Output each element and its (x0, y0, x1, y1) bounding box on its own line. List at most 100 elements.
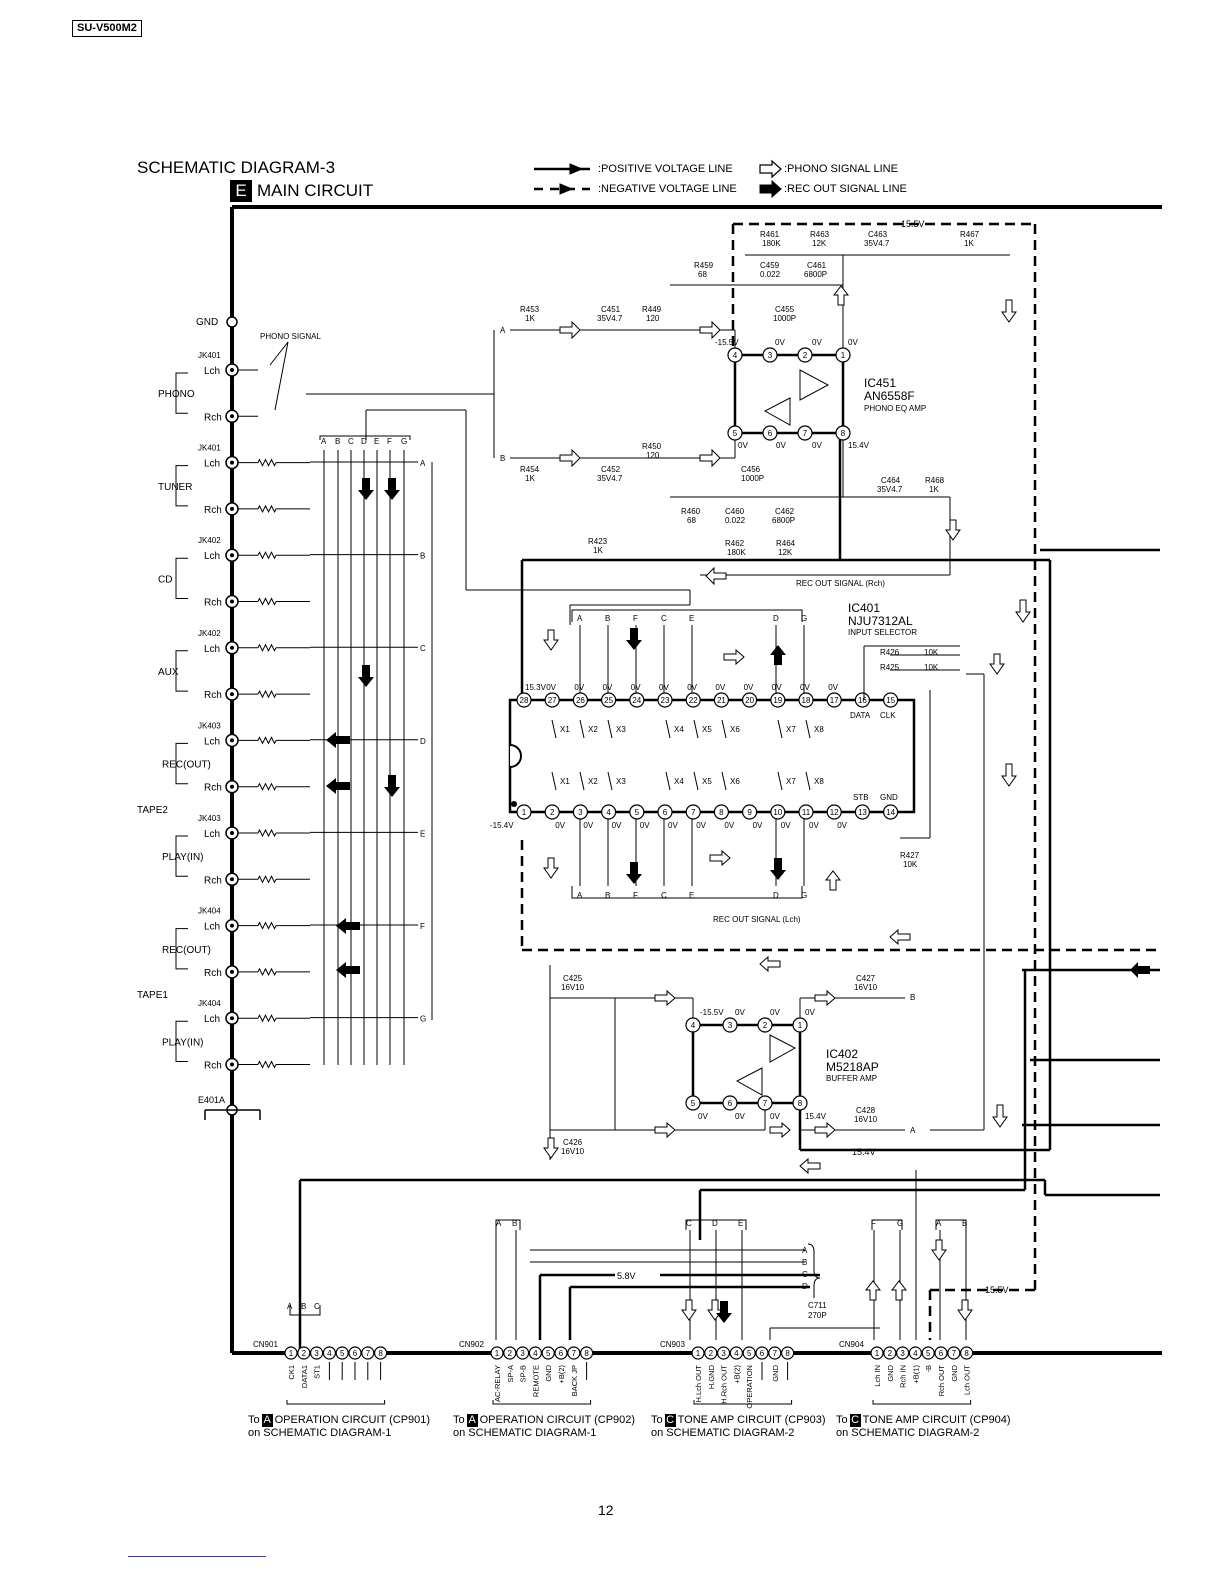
svg-text:G: G (801, 891, 807, 900)
connector-ref: CN904 (839, 1340, 864, 1349)
jack-ref: JK401 (198, 444, 221, 453)
svg-text:1: 1 (696, 1349, 701, 1358)
svg-text:0V: 0V (738, 441, 748, 450)
ic401-part: NJU7312AL (848, 614, 913, 628)
svg-text:0V: 0V (775, 338, 785, 347)
svg-text:25: 25 (604, 696, 613, 705)
positive-rail (298, 432, 1160, 1353)
svg-text:1: 1 (841, 351, 846, 360)
svg-text:6: 6 (559, 1349, 564, 1358)
svg-text:D: D (802, 1282, 808, 1291)
svg-text:B: B (910, 993, 915, 1002)
input-group-label: PLAY(IN) (162, 1037, 204, 1048)
svg-text:0V: 0V (724, 821, 734, 830)
svg-text:14: 14 (886, 808, 895, 817)
svg-text:X5: X5 (702, 777, 712, 786)
jack-lch-label: Lch (204, 644, 220, 655)
svg-text:X2: X2 (588, 777, 598, 786)
bus-letter: G (401, 437, 407, 446)
svg-text:180K: 180K (727, 548, 746, 557)
svg-text:3: 3 (728, 1021, 733, 1030)
connector-cn902: CN9021AC-RELAY2SP-A3SP-B4REMOTE5GND6+B(2… (459, 1340, 594, 1405)
svg-text:24: 24 (632, 696, 641, 705)
jack-ref: JK404 (198, 907, 221, 916)
svg-text:0.022: 0.022 (760, 270, 781, 279)
svg-text:15.4V: 15.4V (848, 441, 870, 450)
svg-text:68: 68 (687, 516, 696, 525)
svg-text:2: 2 (550, 808, 555, 817)
legend-phono: :PHONO SIGNAL LINE (784, 163, 898, 175)
svg-text:C428: C428 (856, 1106, 876, 1115)
svg-text:C: C (686, 1219, 692, 1228)
svg-text:C: C (661, 614, 667, 623)
jack-rch-label: Rch (204, 968, 222, 979)
svg-text:8: 8 (964, 1349, 969, 1358)
connector-pin-label: GND (771, 1364, 780, 1381)
input-jacks: JK401LchRchPHONOJK401LchRchTUNERJK402Lch… (137, 351, 310, 1072)
gnd-label: GND (196, 317, 218, 328)
svg-text:7: 7 (691, 808, 696, 817)
jack-rch-label: Rch (204, 783, 222, 794)
input-group-label: REC(OUT) (162, 945, 211, 956)
ic402-desc: BUFFER AMP (826, 1074, 877, 1083)
svg-text:D: D (773, 891, 779, 900)
input-group-label: AUX (158, 667, 179, 678)
svg-text:C455: C455 (775, 305, 795, 314)
svg-text:0V: 0V (776, 441, 786, 450)
svg-text:0V: 0V (546, 683, 556, 692)
svg-text:6: 6 (663, 808, 668, 817)
svg-text:0V: 0V (770, 1112, 780, 1121)
svg-text:X6: X6 (730, 777, 740, 786)
svg-text:19: 19 (773, 696, 782, 705)
svg-text:-15.4V: -15.4V (490, 821, 514, 830)
svg-text:15: 15 (886, 696, 895, 705)
jack-rch-label: Rch (204, 1061, 222, 1072)
svg-text:G: G (801, 614, 807, 623)
svg-text:CLK: CLK (880, 711, 896, 720)
svg-text:1K: 1K (525, 314, 535, 323)
svg-text:A: A (577, 891, 583, 900)
svg-text:0.022: 0.022 (725, 516, 746, 525)
svg-text:0V: 0V (715, 683, 725, 692)
jack-lch-label: Lch (204, 922, 220, 933)
svg-text:6: 6 (939, 1349, 944, 1358)
svg-text:12K: 12K (812, 239, 827, 248)
svg-text:1K: 1K (964, 239, 974, 248)
svg-text:X2: X2 (588, 725, 598, 734)
svg-text:B: B (802, 1258, 807, 1267)
svg-text:R461: R461 (760, 230, 780, 239)
v58-label: 5.8V (617, 1271, 636, 1281)
svg-text:B: B (605, 614, 610, 623)
svg-text:G: G (897, 1219, 903, 1228)
bus-letter: A (321, 437, 327, 446)
svg-text:A: A (936, 1219, 942, 1228)
svg-text:0V: 0V (735, 1112, 745, 1121)
svg-text:E: E (738, 1219, 743, 1228)
jack-ref: JK402 (198, 629, 221, 638)
jack-lch-label: Lch (204, 459, 220, 470)
svg-text:X1: X1 (560, 777, 570, 786)
svg-text:5: 5 (691, 1099, 696, 1108)
svg-text:4: 4 (533, 1349, 538, 1358)
svg-text:3: 3 (768, 351, 773, 360)
svg-text:5: 5 (733, 429, 738, 438)
ic401-ref: IC401 (848, 601, 880, 615)
svg-text:7: 7 (773, 1349, 778, 1358)
svg-text:5: 5 (340, 1349, 345, 1358)
connector-pin-label: H.Rch OUT (720, 1365, 729, 1404)
connector-pin-label: GND (886, 1364, 895, 1381)
connector-signal-wires (289, 1170, 967, 1340)
tape2-label: TAPE2 (137, 805, 168, 816)
svg-text:X3: X3 (616, 725, 626, 734)
svg-text:X3: X3 (616, 777, 626, 786)
svg-text:1K: 1K (929, 485, 939, 494)
connector-ref: CN902 (459, 1340, 484, 1349)
svg-text:X7: X7 (786, 725, 796, 734)
